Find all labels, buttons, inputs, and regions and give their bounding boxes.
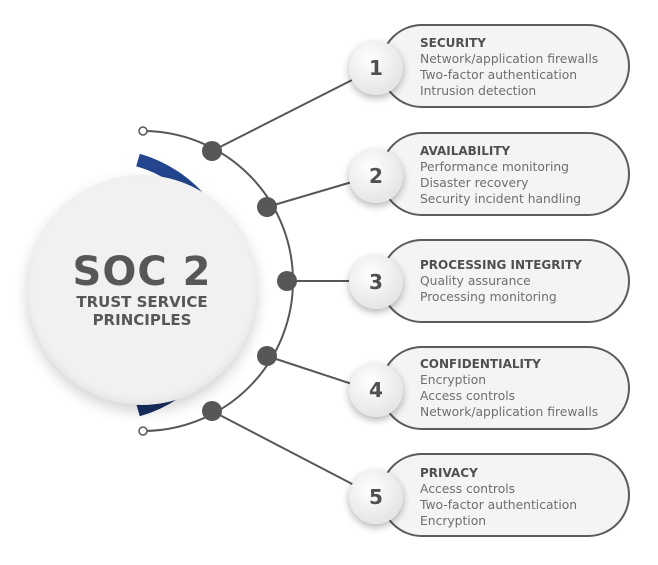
principle-card-availability bbox=[380, 132, 630, 216]
connector-5 bbox=[211, 410, 357, 487]
principle-item: Network/application firewalls bbox=[420, 405, 599, 419]
principle-item: Intrusion detection bbox=[420, 84, 537, 98]
arc-end-bottom bbox=[138, 426, 148, 436]
connector-4 bbox=[266, 355, 353, 385]
principle-item: Encryption bbox=[420, 514, 487, 528]
center-circle: SOC 2 TRUST SERVICE PRINCIPLES bbox=[27, 175, 257, 405]
principle-item: Quality assurance bbox=[420, 274, 531, 288]
principle-title: PRIVACY bbox=[420, 466, 478, 480]
number-badge-3: 3 bbox=[349, 255, 403, 309]
principle-card-confidentiality bbox=[380, 346, 630, 430]
principle-text-4: CONFIDENTIALITY Encryption Access contro… bbox=[420, 356, 598, 420]
principle-item: Two-factor authentication bbox=[420, 498, 578, 512]
principle-item: Performance monitoring bbox=[420, 160, 569, 174]
number-badge-5: 5 bbox=[349, 470, 403, 524]
principle-text-3: PROCESSING INTEGRITY Quality assurance P… bbox=[420, 257, 582, 305]
connector-2 bbox=[266, 181, 353, 208]
principle-text-1: SECURITY Network/application firewalls T… bbox=[420, 35, 598, 99]
principle-item: Network/application firewalls bbox=[420, 52, 599, 66]
center-title: SOC 2 bbox=[72, 249, 212, 295]
arc-end-top bbox=[138, 126, 148, 136]
principle-card-processing-integrity bbox=[380, 239, 630, 323]
principle-item: Disaster recovery bbox=[420, 176, 529, 190]
principle-text-5: PRIVACY Access controls Two-factor authe… bbox=[420, 465, 577, 529]
number-badge-4: 4 bbox=[349, 363, 403, 417]
principle-title: CONFIDENTIALITY bbox=[420, 357, 541, 371]
node-dot-2 bbox=[257, 197, 277, 217]
number-badge-1: 1 bbox=[349, 41, 403, 95]
principle-title: PROCESSING INTEGRITY bbox=[420, 258, 582, 272]
principle-item: Security incident handling bbox=[420, 192, 582, 206]
principle-text-2: AVAILABILITY Performance monitoring Disa… bbox=[420, 143, 581, 207]
node-dot-5 bbox=[202, 401, 222, 421]
principle-item: Access controls bbox=[420, 389, 516, 403]
center-subtitle-1: TRUST SERVICE bbox=[76, 293, 208, 311]
principle-item: Processing monitoring bbox=[420, 290, 557, 304]
number-badge-2: 2 bbox=[349, 149, 403, 203]
node-dot-1 bbox=[202, 141, 222, 161]
principle-item: Two-factor authentication bbox=[420, 68, 578, 82]
principle-card-security bbox=[380, 24, 630, 108]
principle-card-privacy bbox=[380, 453, 630, 537]
center-subtitle-2: PRINCIPLES bbox=[92, 311, 192, 329]
node-dot-4 bbox=[257, 346, 277, 366]
node-dot-3 bbox=[277, 271, 297, 291]
principle-item: Access controls bbox=[420, 482, 516, 496]
connector-1 bbox=[211, 77, 357, 152]
principle-item: Encryption bbox=[420, 373, 487, 387]
principle-title: SECURITY bbox=[420, 36, 486, 50]
principle-title: AVAILABILITY bbox=[420, 144, 511, 158]
